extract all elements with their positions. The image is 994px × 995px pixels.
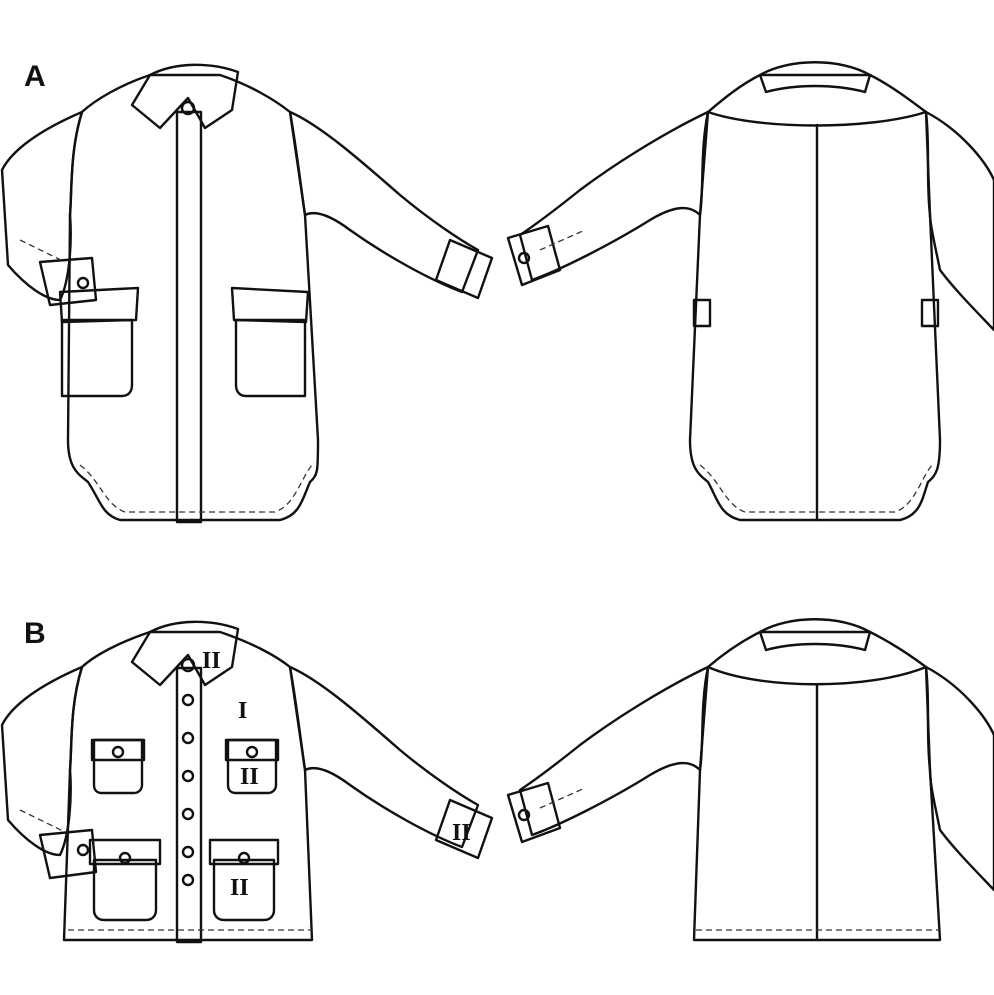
placket-button [181, 693, 195, 707]
back-collar-a [758, 61, 872, 94]
back-left-sleeve-a [518, 110, 710, 282]
front-left-cuff-button-a [76, 276, 90, 290]
upper-left-pocket-flap-b [90, 738, 146, 762]
back-right-sleeve-b [924, 665, 994, 892]
front-right-sleeve-b [288, 665, 480, 849]
view-a-back [506, 61, 994, 522]
back-right-sleeve-a [924, 110, 994, 332]
fabric-label-upper-right-pocket-b: II [240, 764, 259, 790]
back-right-tab-a [920, 298, 940, 328]
collar-button-b [180, 657, 196, 673]
back-left-sleeve-b [518, 665, 710, 837]
back-left-cuff-button-b [517, 808, 531, 822]
front-placket-b [175, 666, 203, 944]
view-b-back [506, 618, 994, 942]
view-a-front [0, 63, 494, 524]
front-collar-a [130, 63, 240, 130]
back-left-tab-a [692, 298, 712, 328]
front-right-pocket-a [234, 318, 307, 398]
view-b-front: II II I II II [0, 620, 494, 944]
front-right-sleeve-a [288, 110, 480, 294]
front-left-cuff-button-b [76, 843, 90, 857]
fabric-label-collar-b: II [202, 648, 221, 674]
collar-button-a [180, 100, 196, 116]
placket-button [181, 845, 195, 859]
placket-button [181, 769, 195, 783]
upper-left-pocket-b [92, 738, 144, 795]
upper-right-pocket-flap-b [224, 738, 280, 762]
back-left-cuff-b [506, 781, 562, 844]
view-label-b: B [24, 617, 46, 650]
lower-right-pocket-flap-b [208, 838, 280, 866]
back-left-cuff-a [506, 224, 562, 287]
upper-right-pocket-button [245, 745, 259, 759]
placket-button [181, 807, 195, 821]
back-body-b [692, 630, 942, 942]
front-left-sleeve-b [0, 665, 84, 857]
front-right-cuff-a [434, 238, 494, 300]
front-placket-a [175, 110, 203, 524]
front-right-pocket-flap-a [230, 286, 310, 324]
back-collar-b [758, 618, 872, 652]
upper-left-pocket-button [111, 745, 125, 759]
back-left-cuff-button-a [517, 251, 531, 265]
fabric-label-cuff-b: II [452, 820, 471, 846]
front-body-b [62, 630, 314, 942]
front-left-pocket-flap-a [58, 286, 140, 324]
lower-left-pocket-button [118, 851, 132, 865]
front-collar-b [130, 620, 240, 687]
lower-left-pocket-b [92, 858, 158, 922]
fabric-label-lower-right-pocket-b: II [230, 875, 249, 901]
placket-button [181, 731, 195, 745]
front-left-pocket-a [60, 318, 134, 398]
upper-right-pocket-b [226, 738, 278, 795]
fabric-label-body-b: I [238, 698, 247, 724]
lower-left-pocket-flap-b [88, 838, 162, 866]
front-left-cuff-b [38, 828, 98, 880]
front-left-cuff-a [38, 256, 98, 307]
back-body-a [688, 73, 942, 522]
front-right-cuff-b [434, 798, 494, 860]
placket-button [181, 873, 195, 887]
front-body-a [66, 73, 320, 522]
view-label-a: A [24, 60, 46, 93]
lower-right-pocket-b [212, 858, 276, 922]
lower-right-pocket-button [237, 851, 251, 865]
